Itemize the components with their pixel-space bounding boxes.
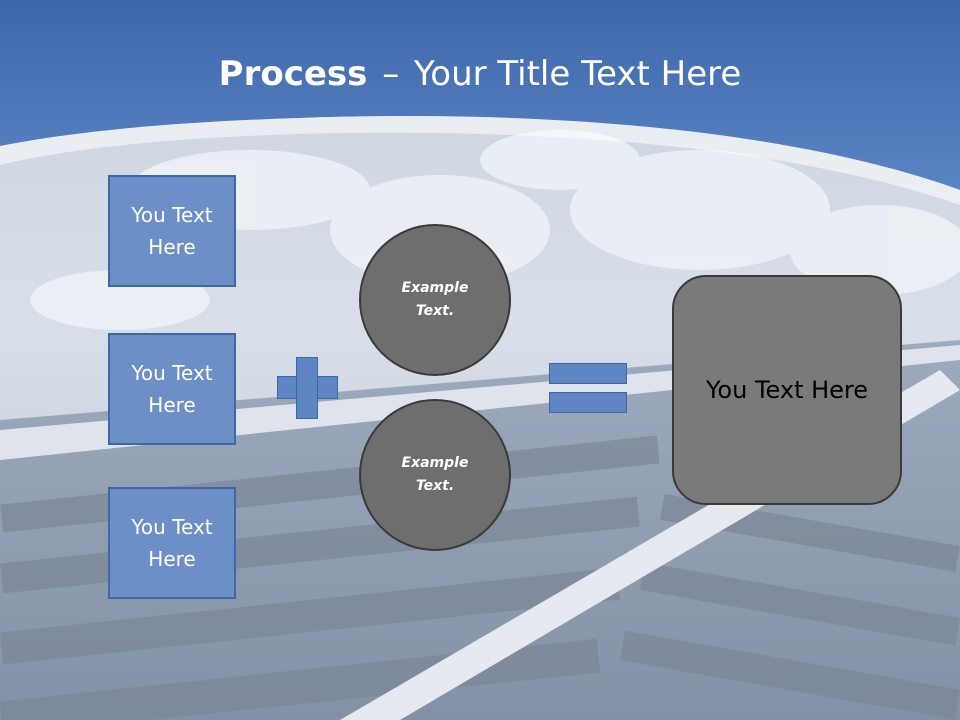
- input-box-label: You Text Here: [131, 361, 213, 417]
- title-dash: –: [382, 54, 400, 94]
- input-box-3: You Text Here: [108, 487, 236, 599]
- result-box: You Text Here: [672, 275, 902, 505]
- slide-title: Process – Your Title Text Here: [0, 52, 960, 96]
- circle-label: Example Text.: [401, 455, 469, 494]
- title-rest: Your Title Text Here: [414, 54, 742, 94]
- input-box-1: You Text Here: [108, 175, 236, 287]
- example-circle-2: Example Text.: [359, 399, 511, 551]
- title-bold: Process: [218, 54, 368, 94]
- result-label: You Text Here: [705, 376, 869, 404]
- input-box-label: You Text Here: [131, 515, 213, 571]
- input-box-label: You Text Here: [131, 203, 213, 259]
- circle-label: Example Text.: [401, 280, 469, 319]
- equals-icon-top-bar: [549, 363, 627, 384]
- equals-icon-bottom-bar: [549, 392, 627, 413]
- plus-icon-vertical: [296, 357, 318, 419]
- input-box-2: You Text Here: [108, 333, 236, 445]
- example-circle-1: Example Text.: [359, 224, 511, 376]
